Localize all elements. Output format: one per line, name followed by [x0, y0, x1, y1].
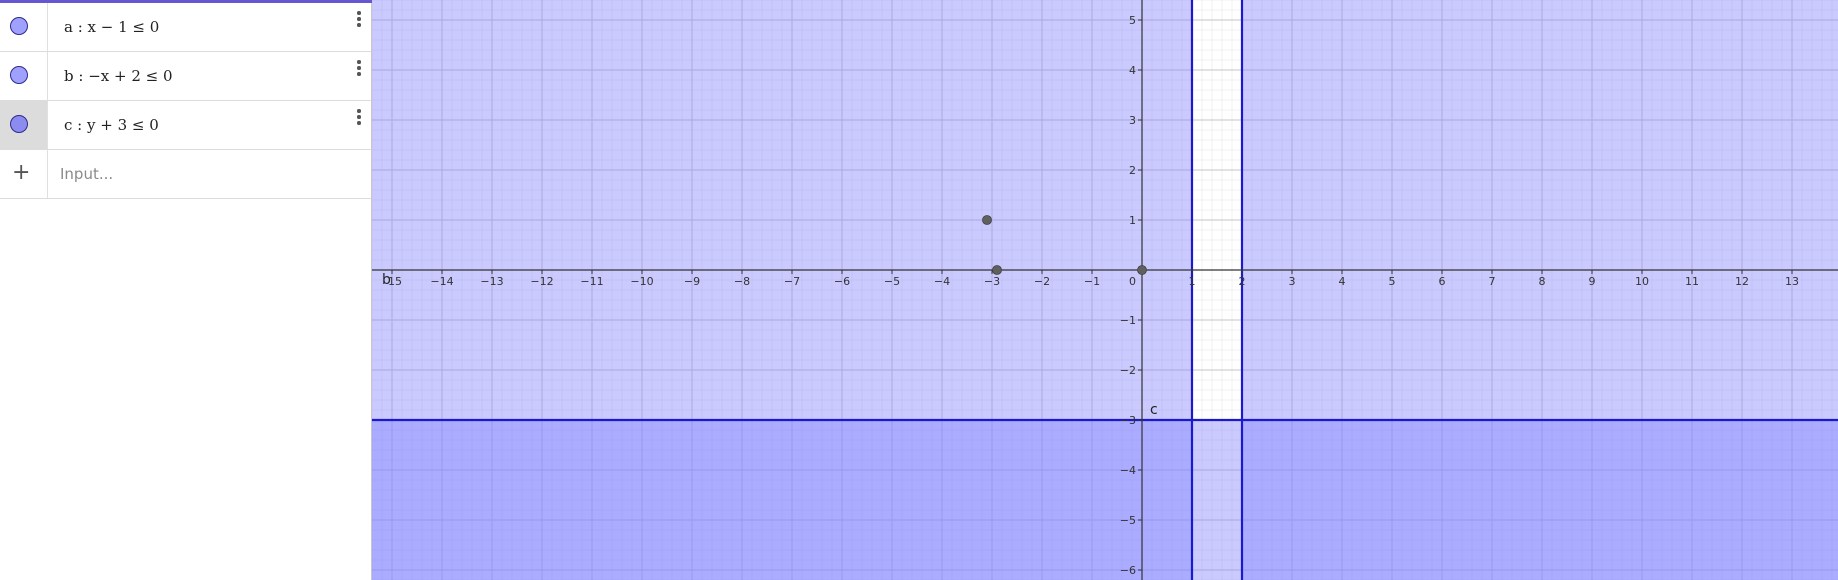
y-tick-label: −6: [1120, 564, 1136, 577]
visibility-toggle-c[interactable]: [0, 101, 48, 149]
algebra-item-formula[interactable]: b : −x + 2 ≤ 0: [64, 67, 173, 85]
region-c: [372, 420, 1838, 580]
x-tick-label: −13: [480, 275, 503, 288]
x-tick-label: −14: [430, 275, 453, 288]
visibility-marker-icon[interactable]: [10, 17, 28, 35]
x-tick-label: 7: [1489, 275, 1496, 288]
x-tick-label: −8: [734, 275, 750, 288]
x-tick-label: 11: [1685, 275, 1699, 288]
x-tick-label: −2: [1034, 275, 1050, 288]
y-tick-label: −4: [1120, 464, 1136, 477]
algebra-input[interactable]: Input...: [60, 165, 114, 183]
x-tick-label: 12: [1735, 275, 1749, 288]
algebra-topbar: [0, 0, 372, 3]
plus-icon[interactable]: +: [12, 160, 31, 185]
algebra-view: a : x − 1 ≤ 0 b : −x + 2 ≤ 0 c : y + 3 ≤…: [0, 0, 372, 580]
y-tick-label: −1: [1120, 314, 1136, 327]
x-tick-label: 15: [388, 275, 402, 288]
x-tick-label: −6: [834, 275, 850, 288]
object-label-b: b: [382, 272, 391, 288]
x-tick-label: −9: [684, 275, 700, 288]
x-tick-label: 6: [1439, 275, 1446, 288]
x-tick-label: −4: [934, 275, 950, 288]
y-tick-label: 3: [1129, 114, 1136, 127]
x-tick-label: −10: [630, 275, 653, 288]
x-tick-label: −3: [984, 275, 1000, 288]
object-label-c: c: [1150, 402, 1158, 418]
more-options-icon[interactable]: [357, 109, 361, 127]
x-tick-label: 9: [1589, 275, 1596, 288]
x-tick-label: 8: [1539, 275, 1546, 288]
x-tick-label: 4: [1339, 275, 1346, 288]
visibility-toggle-b[interactable]: [0, 52, 48, 100]
x-tick-label: −5: [884, 275, 900, 288]
x-tick-label: 5: [1389, 275, 1396, 288]
x-tick-label: 1: [1189, 275, 1196, 288]
x-tick-label: −11: [580, 275, 603, 288]
y-tick-label: −3: [1120, 414, 1136, 427]
y-tick-label: 2: [1129, 164, 1136, 177]
point: [992, 265, 1002, 275]
add-item-cell[interactable]: +: [0, 150, 48, 198]
x-tick-label: 3: [1289, 275, 1296, 288]
algebra-item-formula[interactable]: c : y + 3 ≤ 0: [64, 116, 159, 134]
more-options-icon[interactable]: [357, 60, 361, 78]
y-tick-label: 5: [1129, 14, 1136, 27]
region-a: [372, 0, 1192, 580]
more-options-icon[interactable]: [357, 11, 361, 29]
x-tick-label: 0: [1129, 275, 1136, 288]
algebra-item-a[interactable]: a : x − 1 ≤ 0: [0, 3, 371, 52]
point: [982, 215, 992, 225]
x-tick-label: 13: [1785, 275, 1799, 288]
algebra-item-formula[interactable]: a : x − 1 ≤ 0: [64, 18, 160, 36]
visibility-marker-icon[interactable]: [10, 66, 28, 84]
x-tick-label: −1: [1084, 275, 1100, 288]
algebra-item-c[interactable]: c : y + 3 ≤ 0: [0, 101, 371, 150]
y-tick-label: 4: [1129, 64, 1136, 77]
y-tick-label: −5: [1120, 514, 1136, 527]
y-tick-label: −2: [1120, 364, 1136, 377]
y-tick-label: 1: [1129, 214, 1136, 227]
visibility-marker-icon[interactable]: [10, 115, 28, 133]
x-tick-label: 10: [1635, 275, 1649, 288]
region-b: [1242, 0, 1838, 580]
algebra-input-row[interactable]: + Input...: [0, 150, 371, 199]
algebra-item-b[interactable]: b : −x + 2 ≤ 0: [0, 52, 371, 101]
x-tick-label: −12: [530, 275, 553, 288]
x-tick-label: −7: [784, 275, 800, 288]
x-tick-label: 2: [1239, 275, 1246, 288]
visibility-toggle-a[interactable]: [0, 3, 48, 51]
point: [1137, 265, 1147, 275]
